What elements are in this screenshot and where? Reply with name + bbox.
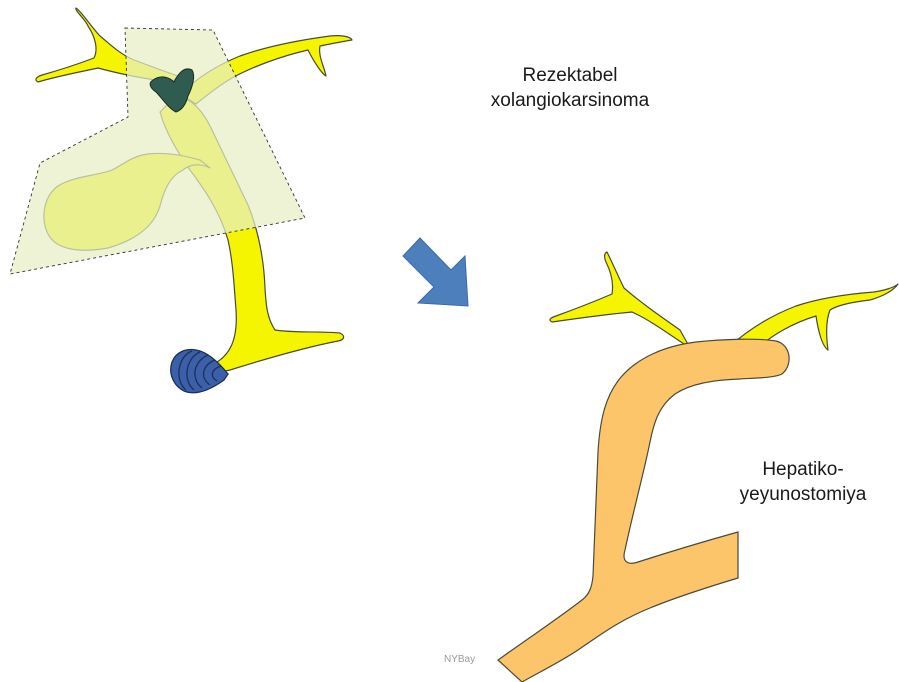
jejunal-loop xyxy=(498,339,789,682)
preop-biliary-tree xyxy=(10,8,352,393)
label-top-line1: Rezektabel xyxy=(440,63,700,88)
postop-left-hepatic-duct xyxy=(550,252,690,348)
watermark: NYBay xyxy=(444,654,475,665)
resectable-cholangiocarcinoma-label: Rezektabel xolangiokarsinoma xyxy=(440,63,700,113)
label-bottom-line1: Hepatiko- xyxy=(718,457,888,482)
transition-arrow xyxy=(403,238,468,306)
hepaticojejunostomy-label: Hepatiko- yeyunostomiya xyxy=(718,457,888,507)
ampulla-coil xyxy=(171,350,228,393)
label-bottom-line2: yeyunostomiya xyxy=(718,482,888,507)
label-top-line2: xolangiokarsinoma xyxy=(440,88,700,113)
